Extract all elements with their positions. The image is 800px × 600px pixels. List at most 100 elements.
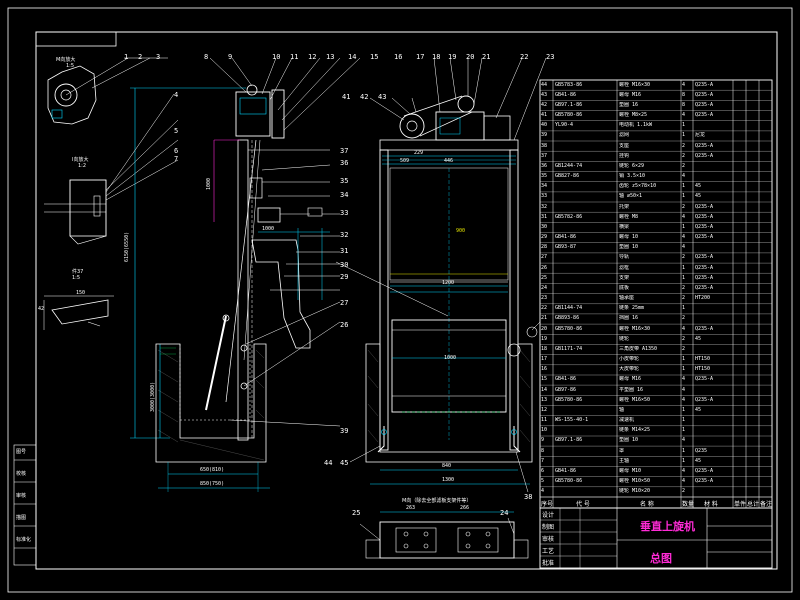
bom-cell: 导轨 (619, 254, 630, 261)
drawing-subtitle: 总图 (650, 552, 672, 565)
detail-37-scale: 1:5 (72, 275, 81, 281)
bom-cell: 链轮 M10×20 (619, 488, 651, 495)
bom-cell: 齿轮 z5×78×10 (619, 183, 657, 190)
bom-cell: GB5780-86 (555, 396, 583, 403)
left-strip-label: 描图 (16, 515, 27, 521)
bom-cell: 滤框 (619, 264, 630, 271)
bom-cell: 15 (541, 376, 548, 383)
bom-cell: 4 (682, 386, 686, 393)
callout-26: 26 (340, 321, 349, 329)
callout-5: 5 (174, 127, 179, 135)
detail-i-enlarged (44, 119, 179, 245)
bom-cell: 8 (541, 447, 545, 454)
bom-cell: 1 (682, 356, 686, 363)
bom-cell: YL90-4 (555, 122, 574, 129)
dim-span2: 840 (442, 463, 452, 469)
bom-cell: 1 (682, 264, 686, 271)
bom-cell: 1 (682, 274, 686, 281)
bom-cell: 45 (695, 335, 702, 342)
left-strip-label: 标准化 (16, 537, 32, 543)
bom-cell: 2 (682, 295, 686, 302)
callout-29: 29 (340, 273, 349, 281)
bom-cell: 垫圈 10 (619, 244, 639, 251)
bom-cell: Q235-A (695, 91, 714, 98)
bom-header-cell: 名 称 (640, 501, 654, 508)
bom-cell: 2 (682, 142, 686, 149)
bom-cell: 轴 (619, 406, 625, 413)
bom-cell: 4 (682, 81, 686, 88)
bom-cell: GB5783-86 (555, 81, 583, 88)
dim-plat-w: 1000 (262, 226, 275, 232)
bom-cell: 22 (541, 305, 548, 312)
bom-cell: 27 (541, 254, 548, 261)
bom-cell: 31 (541, 213, 548, 220)
dim-d2: 446 (444, 158, 454, 164)
callout-38: 38 (524, 493, 533, 501)
title-block-label: 工艺 (542, 548, 555, 555)
bom-cell: 1 (682, 366, 686, 373)
bom-cell: 1 (682, 447, 686, 454)
bom-cell: 4 (682, 112, 686, 118)
bom-cell: 链条 25mm (619, 305, 645, 312)
bom-cell: 2 (682, 345, 686, 352)
bom-cell: HT150 (695, 356, 711, 363)
drawing-title: 垂直上旋机 (640, 520, 695, 533)
bom-cell: Q235-A (695, 376, 714, 383)
bom-cell: GB41-86 (555, 376, 577, 383)
bom-cell: HT200 (695, 295, 711, 302)
bom-cell: 1 (682, 457, 686, 464)
bom-header-cell: 材 料 (704, 501, 718, 508)
bom-cell: 5 (541, 478, 545, 485)
dim-l37: 150 (76, 290, 86, 296)
bom-cell: 大皮带轮 (619, 366, 640, 373)
bom-cell: 三角皮带 A1350 (619, 345, 658, 352)
bom-cell: Q235-A (695, 203, 714, 210)
bom-cell: GB41-86 (555, 234, 577, 241)
bom-header-cell: 备注 (760, 501, 773, 508)
bom-cell: 支座 (619, 142, 630, 149)
bom-cell: 20 (541, 325, 548, 332)
dim-span3: 1000 (444, 355, 457, 361)
title-block-grid (539, 507, 773, 569)
bom-cell: 4 (682, 467, 686, 474)
callout-35: 35 (340, 177, 349, 185)
bom-cell: GB5782-86 (555, 213, 583, 220)
bom-cell: GB5780-86 (555, 478, 583, 485)
bom-cell: 4 (682, 478, 686, 485)
title-block-label: 批准 (542, 560, 555, 567)
bom-cell: 23 (541, 295, 548, 302)
callout-44: 44 (324, 459, 333, 467)
detail-m-enlarged (47, 57, 151, 125)
bom-cell: 螺母 M16 (619, 376, 642, 383)
callout-4: 4 (174, 91, 179, 99)
bom-cell: HT150 (695, 366, 711, 373)
bom-cell: 45 (695, 183, 702, 190)
bom-cell: 2 (682, 254, 686, 261)
detail-i-scale: 1:2 (78, 163, 87, 169)
dim-base-w2: 850(750) (200, 481, 225, 487)
bom-cell: GB1144-74 (555, 305, 583, 312)
bom-cell: GB5780-86 (555, 325, 583, 332)
bom-cell: 挂钩 (619, 152, 630, 159)
bom-cell: 1 (682, 406, 686, 413)
bom-cell: 18 (541, 345, 548, 352)
bom-cell: 6 (541, 467, 545, 474)
dim-d1: 509 (400, 158, 410, 164)
bom-cell: 44 (541, 81, 548, 88)
bom-cell: 螺栓 M8 (619, 213, 639, 220)
bom-cell: 4 (682, 213, 686, 220)
callout-32: 32 (340, 231, 349, 239)
bom-cell: Q235-A (695, 325, 714, 332)
bom-cell: WS-155-40-1 (555, 417, 589, 424)
bom-cell: 26 (541, 264, 548, 271)
callout-33: 33 (340, 209, 349, 217)
bom-cell: 39 (541, 132, 548, 139)
bom-cell: GB97-86 (555, 386, 577, 393)
bom-cell: 2 (682, 315, 686, 322)
bom-cell: Q235-A (695, 467, 714, 474)
callout-42: 42 (360, 93, 369, 101)
title-block-label: 制图 (542, 524, 555, 531)
bom-cell: 10 (541, 427, 548, 434)
title-block-label: 设计 (542, 512, 555, 519)
